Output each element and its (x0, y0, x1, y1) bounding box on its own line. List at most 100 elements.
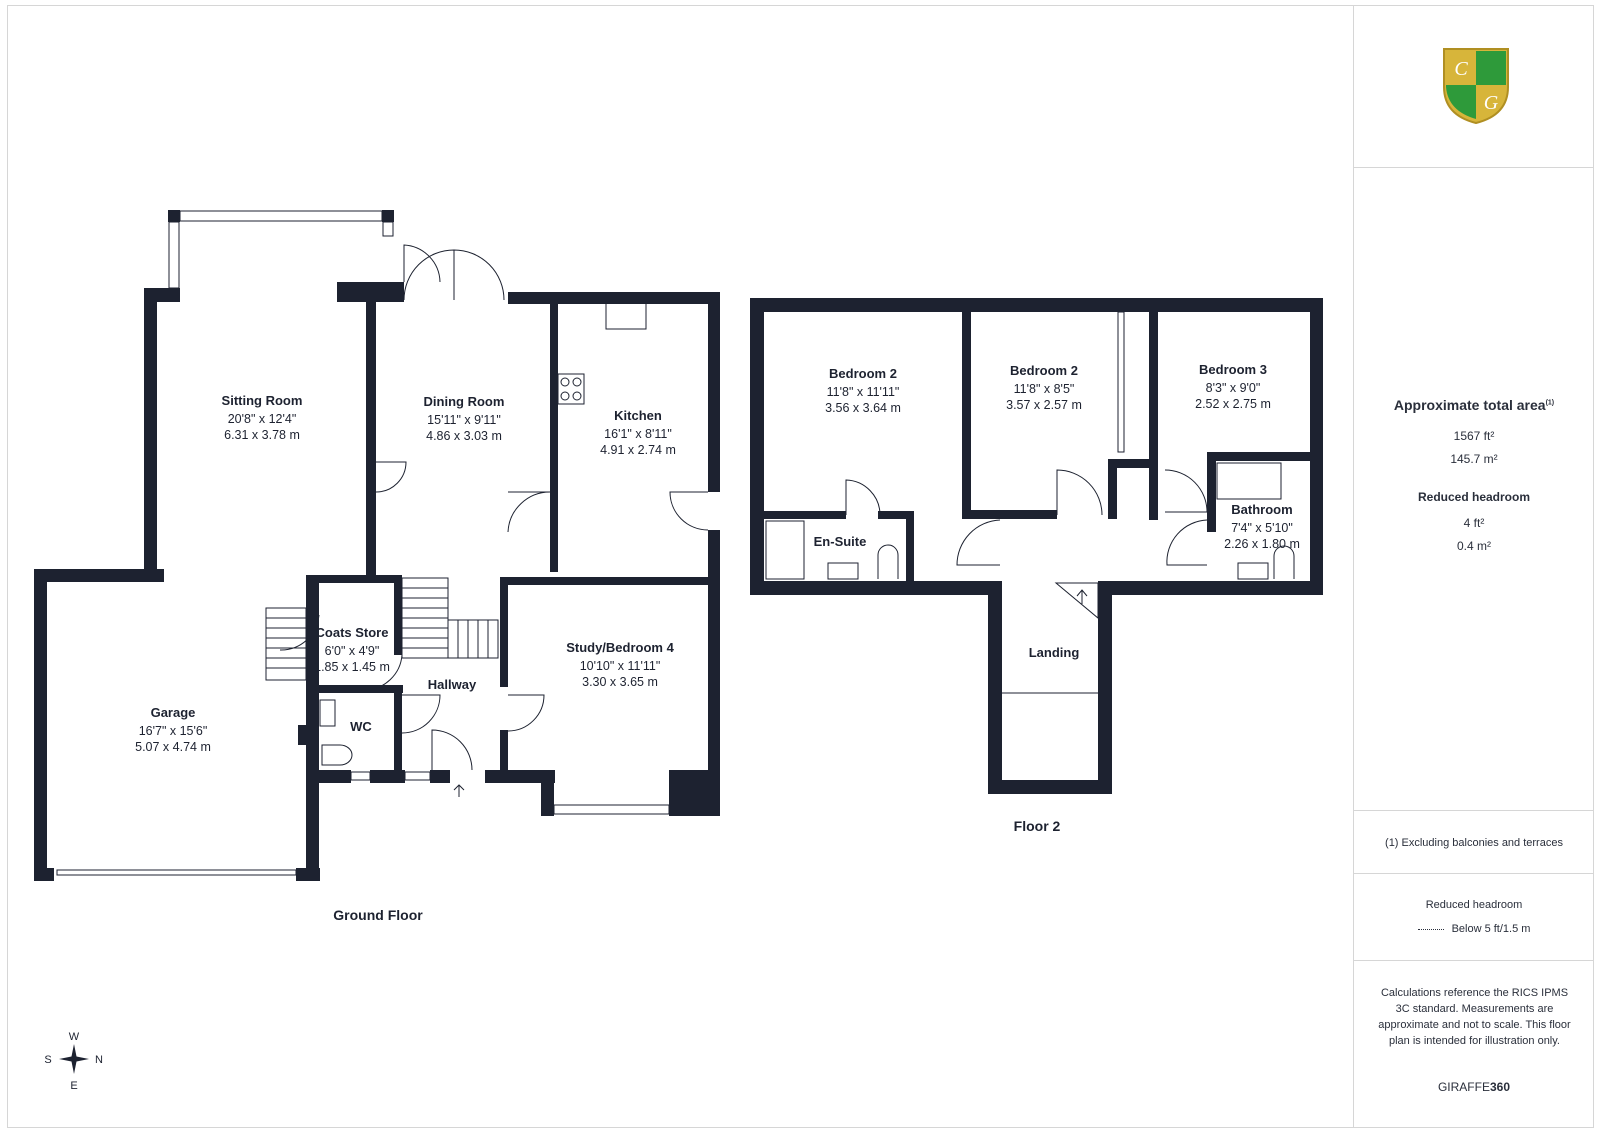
floor-2-stairs (1054, 582, 1099, 620)
wall (306, 770, 351, 783)
wall (988, 780, 1112, 794)
hob (557, 373, 585, 405)
area-m: 145.7 m² (1450, 452, 1498, 466)
reduced-m: 0.4 m² (1456, 539, 1491, 553)
door-swing (845, 479, 881, 516)
wall (669, 770, 720, 816)
wall (318, 685, 403, 693)
room-metric: 2.52 x 2.75 m (1195, 397, 1271, 411)
window (1311, 494, 1322, 561)
compass: W E S N (44, 1031, 103, 1092)
room-imperial: 11'8" x 8'5" (1014, 382, 1075, 396)
wall (1108, 459, 1117, 519)
wall (962, 305, 971, 510)
room-metric: 3.30 x 3.65 m (582, 675, 658, 689)
room-metric: 5.07 x 4.74 m (135, 740, 211, 754)
wall (750, 581, 1000, 595)
wall (906, 511, 914, 586)
door-swing (1164, 469, 1208, 513)
window (168, 221, 180, 289)
room-name: Kitchen (614, 408, 662, 423)
dotted-line-icon (1417, 928, 1444, 930)
wall (764, 511, 846, 519)
wc-toilet (321, 744, 353, 766)
window (816, 299, 946, 311)
room-name: Bathroom (1231, 502, 1292, 517)
wall (550, 292, 558, 572)
door-swing (401, 694, 441, 734)
info-sidebar: C G Approximate total area(1) 1567 ft² 1… (1353, 5, 1594, 1128)
garage-door (56, 869, 297, 876)
sink (605, 302, 647, 330)
room-name: Sitting Room (222, 393, 303, 408)
ground-stairs (265, 577, 499, 681)
divider (1354, 873, 1594, 874)
logo-letter: C (1454, 58, 1468, 80)
compass-rose-icon (59, 1044, 89, 1074)
hob-ring (560, 377, 570, 387)
wall (430, 770, 450, 783)
wall (962, 510, 1057, 519)
room-imperial: 6'0" x 4'9" (325, 644, 380, 658)
wall (394, 575, 402, 655)
wall (34, 569, 47, 881)
room-metric: 4.86 x 3.03 m (426, 429, 502, 443)
room-name: Dining Room (424, 394, 505, 409)
wall (1100, 581, 1323, 595)
room-name: Bedroom 2 (829, 366, 897, 381)
room-name: Garage (151, 705, 196, 720)
wall (144, 288, 157, 576)
wall (34, 569, 164, 582)
room-imperial: 10'10" x 11'11" (580, 659, 661, 673)
wall (306, 575, 399, 583)
wall (878, 511, 912, 519)
wall (1108, 459, 1156, 468)
door-swing (364, 654, 403, 691)
compass-north: N (95, 1054, 103, 1066)
area-ft: 1567 ft² (1453, 429, 1495, 443)
toilet (877, 544, 899, 579)
ground-floor-plan: Sitting Room 20'8" x 12'4" 6.31 x 3.78 m… (34, 210, 720, 923)
room-imperial: 16'7" x 15'6" (139, 724, 208, 738)
disclaimer: Calculations reference the RICS IPMS 3C … (1378, 987, 1571, 1047)
wall (541, 770, 554, 816)
reduced-title: Reduced headroom (1417, 490, 1531, 504)
room-metric: 1.85 x 1.45 m (314, 660, 390, 674)
room-metric: 3.57 x 2.57 m (1006, 398, 1082, 412)
wardrobe (1117, 311, 1125, 453)
bay-corner (168, 210, 180, 222)
toilet (1273, 545, 1295, 579)
door-swing (403, 244, 441, 283)
wall (708, 530, 720, 816)
wall (500, 577, 718, 585)
hob-ring (560, 391, 570, 401)
wall (1149, 305, 1158, 520)
brand-logo: GIRAFFE360 (1437, 1080, 1511, 1094)
wall (366, 295, 376, 575)
compass-west: W (69, 1031, 80, 1043)
room-name: Landing (1029, 645, 1080, 660)
window (179, 210, 383, 222)
wall (1207, 452, 1216, 532)
door-swing (403, 249, 455, 301)
window (368, 469, 376, 536)
window (382, 221, 394, 237)
floor-label: Floor 2 (1014, 818, 1061, 834)
logo-letter: G (1484, 92, 1499, 114)
hob-ring (572, 377, 582, 387)
window (585, 292, 691, 302)
window (1189, 299, 1288, 311)
door-swing (507, 694, 545, 732)
divider (1354, 960, 1594, 961)
room-metric: 6.31 x 3.78 m (224, 428, 300, 442)
crest-shield-icon: C G (1443, 48, 1509, 125)
wall (500, 577, 508, 687)
wall (1207, 452, 1317, 461)
door-swing (956, 519, 1001, 566)
floor-label: Ground Floor (333, 907, 423, 923)
entrance-arrow (453, 784, 465, 797)
wall (500, 730, 508, 780)
room-imperial: 8'3" x 9'0" (1206, 381, 1261, 395)
door-swing (1166, 519, 1208, 566)
